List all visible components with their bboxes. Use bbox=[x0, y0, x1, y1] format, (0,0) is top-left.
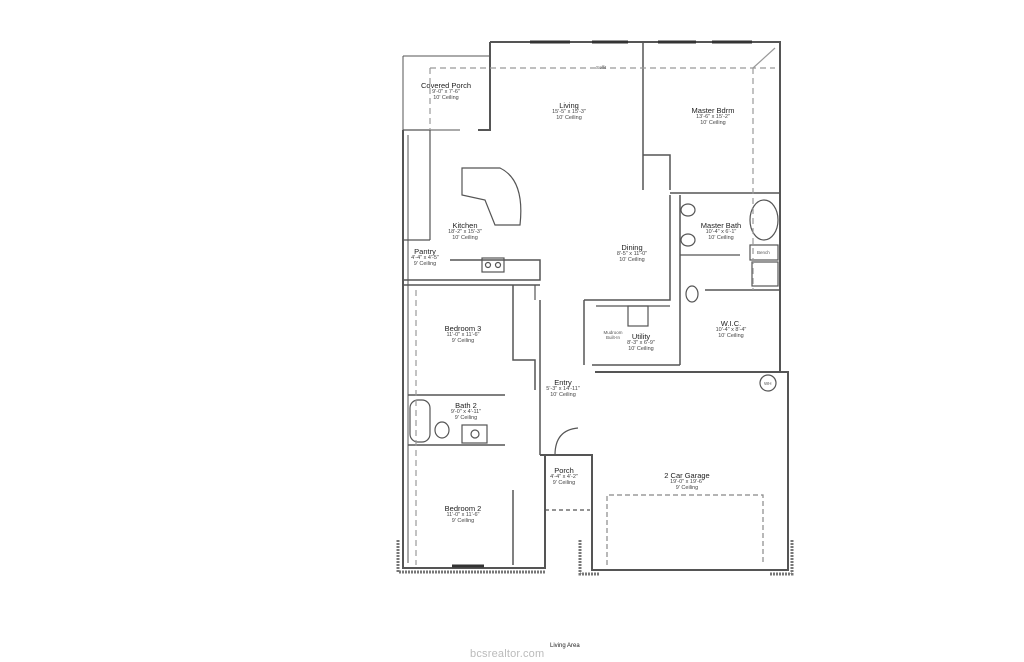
room-name: Bedroom 3 bbox=[444, 324, 482, 333]
room-pantry: Pantry 4'-4" x 4'-5" 9' Ceiling bbox=[411, 248, 439, 267]
room-ceiling: 9' Ceiling bbox=[552, 479, 576, 486]
room-ceiling: 10' Ceiling bbox=[556, 114, 582, 121]
room-dims: 10'-4" x 6'-1" bbox=[705, 228, 737, 235]
room-dining: Dining 8'-5" x 11'-0" 10' Ceiling bbox=[617, 244, 647, 263]
room-dims: 11'-0" x 11'-6" bbox=[446, 331, 480, 338]
room-ceiling: 10' Ceiling bbox=[718, 332, 744, 339]
room-ceiling: 10' Ceiling bbox=[708, 234, 734, 241]
room-wic: W.I.C. 10'-4" x 8'-4" 10' Ceiling bbox=[716, 320, 747, 339]
room-dims: 4'-4" x 4'-2" bbox=[550, 473, 578, 480]
water-heater-label: WH bbox=[764, 381, 772, 386]
room-name: Entry bbox=[554, 378, 572, 387]
watermark: bcsrealtor.com bbox=[470, 648, 545, 660]
mudroom-label: Mudroom Built-In bbox=[603, 330, 623, 340]
room-bath-2: Bath 2 9'-0" x 4'-11" 9' Ceiling bbox=[451, 402, 481, 421]
room-ceiling: 10' Ceiling bbox=[619, 256, 645, 263]
room-entry: Entry 5'-3" x 14'-11" 10' Ceiling bbox=[546, 379, 579, 398]
room-dims: 18'-2" x 15'-3" bbox=[448, 228, 482, 235]
room-covered-porch: Covered Porch 9'-0" x 7'-6" 10' Ceiling bbox=[421, 82, 471, 101]
room-name: Utility bbox=[631, 332, 651, 341]
room-ceiling: 10' Ceiling bbox=[452, 234, 478, 241]
room-dims: 11'-0" x 11'-6" bbox=[446, 511, 480, 518]
room-name: Dining bbox=[621, 243, 643, 252]
room-ceiling: 9' Ceiling bbox=[451, 517, 475, 524]
room-dims: 13'-6" x 15'-2" bbox=[696, 113, 730, 120]
room-name: Master Bath bbox=[700, 221, 742, 230]
bench-label: Bench bbox=[757, 250, 770, 255]
floorplan-caption: Living Area bbox=[550, 643, 580, 649]
room-ceiling: 10' Ceiling bbox=[700, 119, 726, 126]
room-name: Bedroom 2 bbox=[444, 504, 482, 513]
room-name: Covered Porch bbox=[420, 81, 472, 90]
room-living: Living 15'-5" x 15'-3" 10' Ceiling bbox=[552, 102, 586, 121]
room-bedroom-3: Bedroom 3 11'-0" x 11'-6" 9' Ceiling bbox=[445, 325, 482, 344]
room-dims: 8'-3" x 6'-9" bbox=[627, 339, 655, 346]
room-master-bdrm: Master Bdrm 13'-6" x 15'-2" 10' Ceiling bbox=[692, 107, 735, 126]
room-dims: 9'-0" x 7'-6" bbox=[432, 88, 460, 95]
room-name: Porch bbox=[554, 466, 574, 475]
room-ceiling: 9' Ceiling bbox=[413, 260, 437, 267]
soffit-label: Soffit bbox=[596, 65, 607, 70]
room-dims: 8'-5" x 11'-0" bbox=[616, 250, 648, 257]
room-dims: 10'-4" x 8'-4" bbox=[715, 326, 747, 333]
room-kitchen: Kitchen 18'-2" x 15'-3" 10' Ceiling bbox=[448, 222, 482, 241]
room-name: Pantry bbox=[414, 247, 436, 256]
room-dims: 5'-3" x 14'-11" bbox=[546, 385, 580, 392]
room-garage: 2 Car Garage 19'-0" x 19'-6" 9' Ceiling bbox=[664, 472, 709, 491]
room-name: 2 Car Garage bbox=[664, 471, 710, 480]
room-name: Master Bdrm bbox=[691, 106, 735, 115]
room-dims: 9'-0" x 4'-11" bbox=[450, 408, 482, 415]
room-dims: 19'-0" x 19'-6" bbox=[670, 478, 704, 485]
room-ceiling: 9' Ceiling bbox=[451, 337, 475, 344]
room-name: W.I.C. bbox=[720, 319, 742, 328]
room-dims: 4'-4" x 4'-5" bbox=[411, 254, 439, 261]
room-ceiling: 10' Ceiling bbox=[550, 391, 576, 398]
room-porch: Porch 4'-4" x 4'-2" 9' Ceiling bbox=[550, 467, 578, 486]
room-ceiling: 10' Ceiling bbox=[433, 94, 459, 101]
room-utility: Utility 8'-3" x 6'-9" 10' Ceiling bbox=[627, 333, 655, 352]
room-name: Living bbox=[559, 101, 579, 110]
room-dims: 15'-5" x 15'-3" bbox=[552, 108, 586, 115]
room-name: Kitchen bbox=[452, 221, 478, 230]
room-ceiling: 9' Ceiling bbox=[675, 484, 699, 491]
room-ceiling: 9' Ceiling bbox=[454, 414, 478, 421]
room-master-bath: Master Bath 10'-4" x 6'-1" 10' Ceiling bbox=[701, 222, 741, 241]
room-ceiling: 10' Ceiling bbox=[628, 345, 654, 352]
room-bedroom-2: Bedroom 2 11'-0" x 11'-6" 9' Ceiling bbox=[445, 505, 482, 524]
room-name: Bath 2 bbox=[455, 401, 477, 410]
